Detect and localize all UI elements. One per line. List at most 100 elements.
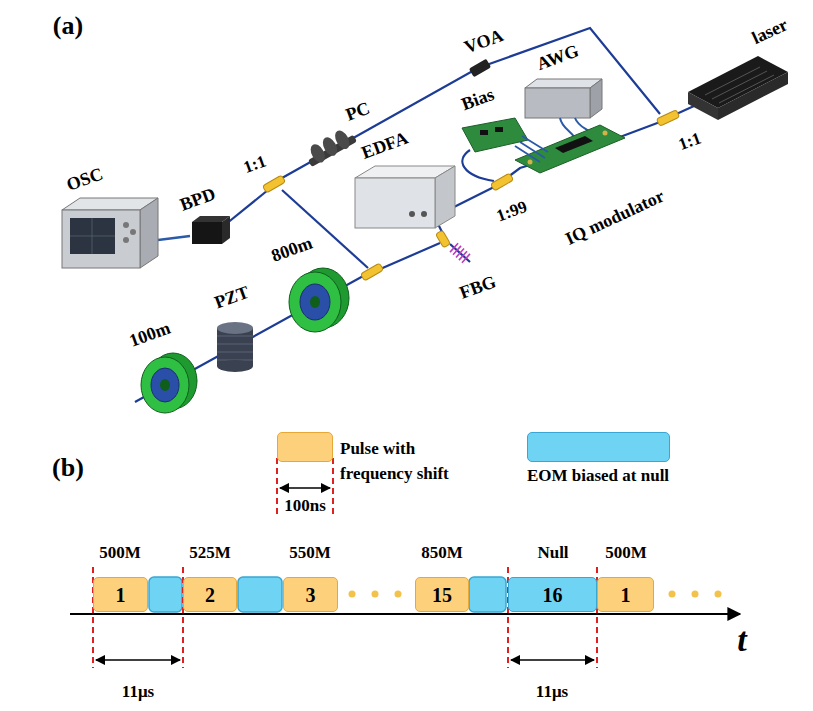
voa-device xyxy=(469,59,491,78)
null-interval xyxy=(149,577,182,612)
part-label: EDFA xyxy=(359,129,411,164)
frequency-label: 550M xyxy=(289,544,331,563)
axis-label: t xyxy=(737,621,746,658)
fbg-grating xyxy=(450,243,470,263)
null-interval xyxy=(149,577,506,612)
pulse-number: 2 xyxy=(205,585,215,605)
oscilloscope xyxy=(70,218,115,254)
legend-text: EOM biased at null xyxy=(527,466,669,486)
oscilloscope xyxy=(70,218,115,254)
pulse-box: 1 xyxy=(93,577,148,612)
pzt-cylinder xyxy=(217,322,253,372)
oscilloscope xyxy=(130,229,136,235)
panel-letter: (b) xyxy=(52,454,84,483)
iq-modulator-board xyxy=(528,160,533,165)
ellipsis-dot xyxy=(395,591,402,598)
ellipsis-dot xyxy=(349,591,356,598)
duration-arrow xyxy=(280,487,330,489)
polarization-controller xyxy=(308,135,357,167)
frequency-label: 500M xyxy=(99,544,141,563)
duration-label: 11μs xyxy=(536,683,568,702)
part-label: laser xyxy=(749,15,791,49)
optical-fiber xyxy=(500,122,660,183)
optical-fiber xyxy=(462,150,494,181)
balanced-photodetector xyxy=(192,222,222,244)
duration-arrow xyxy=(96,659,180,661)
ellipsis-dot xyxy=(669,591,676,598)
duration-label: 100ns xyxy=(284,497,326,516)
marker-line xyxy=(332,458,334,514)
pulse-box: 1 xyxy=(597,577,654,612)
laser-device xyxy=(719,75,774,103)
part-label: PZT xyxy=(212,283,252,314)
fiber-coupler xyxy=(490,173,513,191)
bias-board xyxy=(495,127,503,132)
fiber-spool xyxy=(300,284,330,320)
marker-line xyxy=(276,458,278,514)
edfa-device xyxy=(355,178,435,228)
awg-device xyxy=(590,79,602,118)
fiber-spool xyxy=(160,379,170,391)
panel-letter: (a) xyxy=(53,12,83,41)
pulse-number: 15 xyxy=(432,585,452,605)
optical-fiber xyxy=(450,244,470,262)
fiber-coupler xyxy=(262,175,285,193)
time-axis xyxy=(70,613,740,615)
ellipsis-dot xyxy=(692,591,699,598)
bias-board xyxy=(515,136,548,162)
awg-device xyxy=(560,118,575,138)
iq-modulator-board xyxy=(555,136,593,153)
edfa-device xyxy=(435,166,455,228)
polarization-controller xyxy=(332,128,352,151)
fiber-coupler xyxy=(436,230,451,248)
optical-fiber xyxy=(454,186,496,207)
iq-modulator-board xyxy=(515,125,625,173)
pzt-cylinder xyxy=(217,360,253,372)
balanced-photodetector xyxy=(222,216,230,244)
pzt-cylinder xyxy=(217,322,253,334)
optical-fiber xyxy=(135,28,694,402)
fiber-coupler xyxy=(262,110,679,281)
frequency-label: Null xyxy=(537,544,568,563)
part-label: Bias xyxy=(459,85,497,115)
laser-device xyxy=(688,56,788,120)
laser-device xyxy=(705,67,760,95)
pulse-number: 1 xyxy=(116,585,126,605)
frequency-label: 500M xyxy=(605,544,647,563)
ratio-label: 1:99 xyxy=(494,198,530,226)
part-label: BPD xyxy=(178,185,219,216)
pulse-box: 15 xyxy=(415,577,469,612)
part-label: IQ modulator xyxy=(563,187,668,250)
null-interval xyxy=(238,577,282,612)
oscilloscope xyxy=(62,198,158,268)
ratio-label: 1:1 xyxy=(241,152,269,177)
bias-board xyxy=(462,118,548,162)
frequency-label: 525M xyxy=(189,544,231,563)
null-box: 16 xyxy=(508,577,597,612)
iq-modulator-board xyxy=(603,131,608,136)
edfa-device xyxy=(409,211,415,217)
pulse-box: 2 xyxy=(183,577,237,612)
laser-device xyxy=(718,72,788,120)
pzt-cylinder xyxy=(217,336,253,360)
fiber-coupler xyxy=(360,263,383,281)
oscilloscope xyxy=(62,210,140,268)
part-label: VOA xyxy=(462,26,506,58)
fiber-spool xyxy=(141,357,189,413)
pulse-number: 3 xyxy=(306,585,316,605)
oscilloscope xyxy=(123,222,129,228)
frequency-label: 850M xyxy=(421,544,463,563)
laser-device xyxy=(712,71,767,99)
legend-text: Pulse with frequency shift xyxy=(340,436,465,486)
pulse-number: 16 xyxy=(543,585,563,605)
pulse-number: 1 xyxy=(621,585,631,605)
oscilloscope xyxy=(140,198,158,268)
fiber-spool xyxy=(310,296,320,308)
optical-fiber xyxy=(378,243,440,270)
bias-board xyxy=(462,118,528,152)
legend-swatch xyxy=(527,432,670,462)
iq-modulator-board xyxy=(515,125,625,173)
fiber-spool xyxy=(151,368,179,402)
length-label: 800m xyxy=(269,234,315,267)
fbg-grating xyxy=(450,243,470,263)
